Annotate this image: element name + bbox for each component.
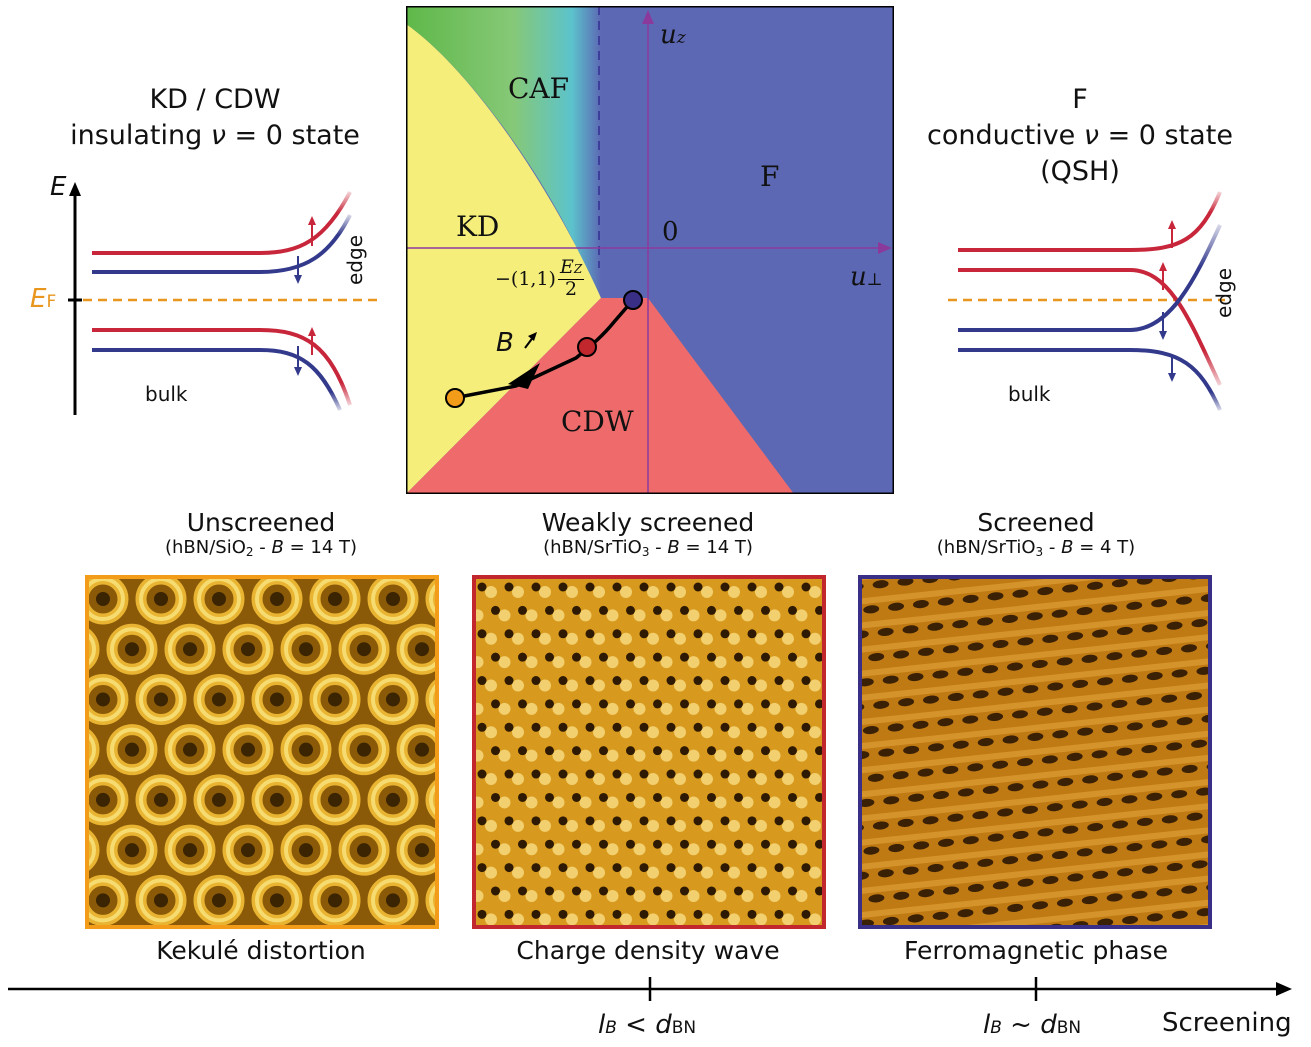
red-phase-point [577,337,597,357]
spin-arrows [294,216,316,376]
right-crossing-blue-band [958,224,1222,332]
screening-axis-arrow [1276,982,1292,996]
left-panel-title: KD / CDW insulating ν = 0 state [60,82,370,154]
screening-axis [8,977,1292,1001]
right-crossing-red-band [958,268,1222,386]
right-panel-title: F conductive ν = 0 state (QSH) [925,82,1235,190]
panel3-subtitle: (hBN/SrTiO3 - B = 4 T) [936,537,1136,559]
panel2-subtitle: (hBN/SrTiO3 - B = 14 T) [543,537,753,559]
u-perp-arrow [878,242,892,254]
right-edge-label: edge [1212,268,1236,318]
lower-blue-band [92,348,342,411]
left-title-line2: insulating ν = 0 state [70,120,360,151]
kekule-stm-image [85,575,439,929]
energy-axis-arrow [69,182,81,196]
right-bulk-label: bulk [1008,382,1051,406]
upper-red-band [92,191,352,255]
left-bulk-label: bulk [145,382,188,406]
cdw-region [406,298,794,494]
left-title-line1: KD / CDW [149,84,281,115]
panel3-header: Screened (hBN/SrTiO3 - B = 4 T) [860,508,1212,559]
right-title-line1: F [1072,84,1088,115]
phase-diagram [406,6,894,494]
panel1-caption: Kekulé distortion [156,936,366,965]
panel3-title: Screened [977,508,1095,537]
panel2-caption: Charge density wave [516,936,780,965]
caf-label: CAF [508,72,570,105]
panel3-caption: Ferromagnetic phase [904,936,1168,965]
right-lower-blue-band [958,348,1222,411]
screening-axis-label: Screening [1162,1008,1292,1038]
left-edge-label: edge [343,235,367,285]
right-upper-red-band [958,191,1222,252]
orange-phase-point [445,388,465,408]
right-band-diagram [948,191,1225,411]
u-z-label: uz [660,20,686,50]
b-field-label: B [496,328,514,358]
kd-label: KD [456,210,500,243]
cdw-stm-image [472,575,826,929]
panel2-title: Weakly screened [541,508,755,537]
f-label: F [760,160,780,193]
fermi-level-label: EF [30,284,57,314]
energy-axis-label: E [50,172,67,202]
panel1-title: Unscreened [186,508,336,537]
trajectory-arrowhead [508,363,540,389]
upper-blue-band [92,214,352,274]
right-title-line2: conductive ν = 0 state [927,120,1233,151]
panel1-header: Unscreened (hBN/SiO2 - B = 14 T) [85,508,437,559]
cdw-label: CDW [561,405,634,438]
tick1-label: lB < dBN [598,1010,697,1040]
kd-region [406,24,601,494]
left-band-diagram [68,182,378,415]
right-spin-arrows [1159,220,1176,382]
u-z-arrow [642,10,654,24]
u-perp-label: u⊥ [850,262,883,292]
panel1-subtitle: (hBN/SiO2 - B = 14 T) [164,537,358,559]
right-title-line3: (QSH) [1040,156,1120,187]
blue-phase-point [623,290,643,310]
tick2-label: lB ~ dBN [983,1010,1082,1040]
panel2-header: Weakly screened (hBN/SrTiO3 - B = 14 T) [472,508,824,559]
ferromagnetic-stm-image [858,575,1212,929]
triple-point-label: −(1,1) EZ 2 [495,256,585,300]
caf-region [406,6,601,298]
lower-red-band [92,328,352,406]
origin-label: 0 [662,217,679,247]
